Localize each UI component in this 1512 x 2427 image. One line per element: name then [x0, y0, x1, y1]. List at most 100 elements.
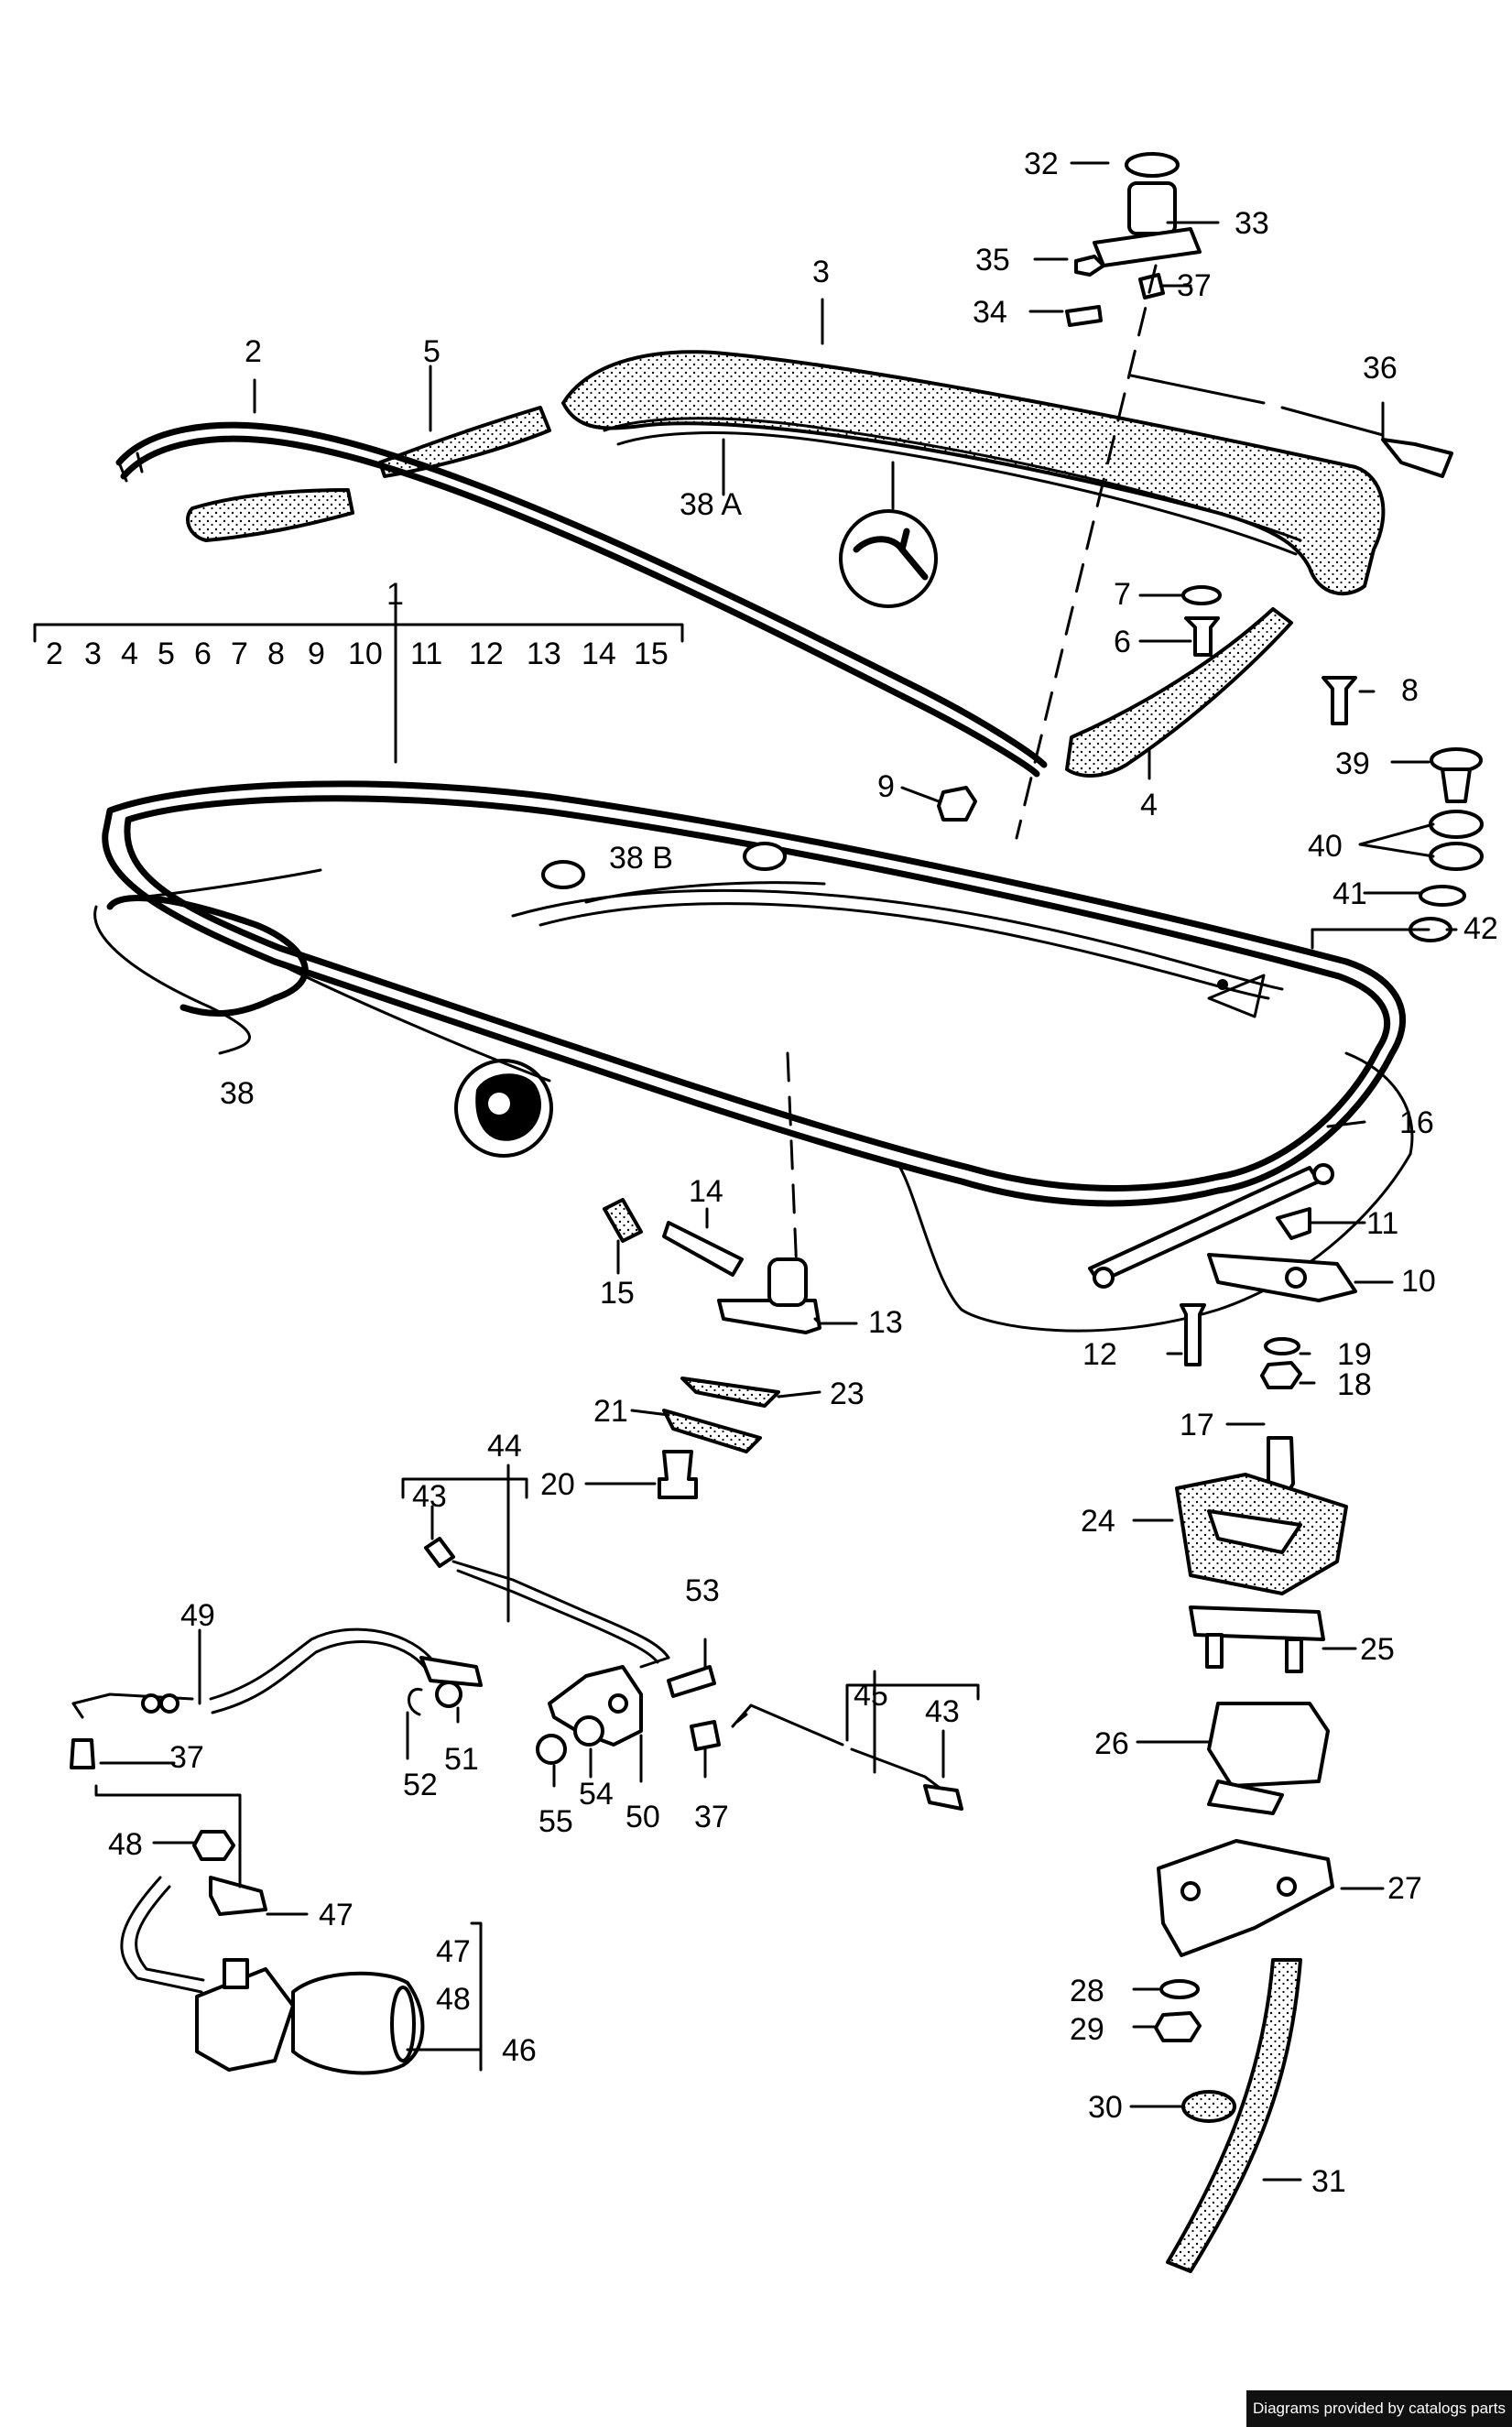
callout-18: 18 [1337, 1367, 1372, 1402]
nut-18 [1260, 1361, 1302, 1389]
callout-19: 19 [1337, 1337, 1372, 1372]
callout-15: 15 [600, 1276, 635, 1311]
group-item: 2 [46, 637, 63, 671]
bumper-38b [541, 842, 787, 889]
callout-36: 36 [1363, 351, 1398, 386]
screw-6 [1184, 616, 1220, 657]
seal-38 [93, 895, 309, 1055]
group-item: 13 [527, 637, 561, 671]
callout-43: 43 [412, 1479, 447, 1514]
callout-9: 9 [877, 769, 895, 804]
callout-24: 24 [1081, 1504, 1115, 1539]
grommet-30 [1181, 2090, 1236, 2123]
washer-28 [1159, 1979, 1200, 1999]
callout-37: 37 [1177, 268, 1212, 303]
callout-10: 10 [1401, 1264, 1436, 1299]
callout-4: 4 [1140, 788, 1158, 822]
group-item: 8 [267, 637, 285, 671]
group-item: 9 [308, 637, 325, 671]
callout-1: 1 [386, 577, 404, 612]
callout-47: 47 [319, 1898, 354, 1932]
callout-5: 5 [423, 334, 441, 369]
callout-21: 21 [593, 1394, 628, 1429]
grommet-40 [1429, 810, 1484, 871]
screw-12 [1180, 1303, 1206, 1366]
callout-25: 25 [1360, 1632, 1395, 1667]
group-item: 14 [582, 637, 616, 671]
gasket-23 [680, 1377, 780, 1408]
nut-35 [1074, 255, 1105, 277]
screw-8 [1322, 676, 1357, 725]
bracket-27 [1157, 1839, 1334, 1957]
nut-55 [536, 1734, 567, 1765]
callout-43-right: 43 [925, 1694, 960, 1729]
callout-42: 42 [1463, 911, 1498, 946]
latch-26 [1207, 1702, 1330, 1815]
seal-strip-3 [561, 350, 1386, 596]
callout-14: 14 [689, 1174, 723, 1209]
washer-51 [435, 1681, 462, 1708]
group-item: 7 [231, 637, 248, 671]
callout-39: 39 [1335, 746, 1370, 781]
pin-53 [667, 1665, 716, 1698]
callout-48: 48 [108, 1827, 143, 1862]
bracket-33 [1093, 181, 1202, 267]
callout-12: 12 [1082, 1337, 1117, 1372]
bracket-11 [1276, 1207, 1311, 1240]
lever-50 [548, 1665, 643, 1747]
rod-36 [1129, 374, 1453, 478]
callout-38b: 38 B [609, 841, 673, 876]
callout-37-mid: 37 [694, 1800, 729, 1834]
callout-51: 51 [444, 1742, 479, 1777]
rod-45 [731, 1703, 963, 1811]
callout-23: 23 [830, 1377, 865, 1411]
callout-55: 55 [538, 1804, 573, 1839]
callout-6: 6 [1114, 625, 1131, 659]
wiper-symbol-icon [839, 509, 938, 608]
group-item: 11 [410, 637, 442, 671]
callout-17: 17 [1180, 1408, 1214, 1442]
latch-mark [1207, 974, 1266, 1018]
group-item: 15 [634, 637, 669, 671]
washer-7 [1181, 585, 1222, 605]
callout-31: 31 [1311, 2164, 1346, 2199]
bushing-48 [192, 1830, 235, 1861]
bolt-20 [658, 1450, 698, 1499]
clip-37-low [70, 1738, 95, 1769]
gasket-21 [662, 1409, 762, 1453]
seal-strip-4 [1065, 607, 1293, 778]
callout-37-left: 37 [169, 1740, 204, 1775]
washer-41 [1419, 885, 1466, 907]
callout-54: 54 [579, 1777, 614, 1812]
pin-14 [662, 1221, 744, 1277]
leader-lines [33, 161, 1458, 2182]
callout-labels: 32 33 35 37 34 3 36 2 5 38 A 7 6 8 1 9 4… [108, 147, 1498, 2199]
callout-53: 53 [685, 1573, 720, 1608]
callout-50: 50 [625, 1800, 660, 1834]
latch-plate-10 [1207, 1253, 1357, 1302]
callout-38a: 38 A [680, 487, 742, 522]
group-item: 10 [348, 637, 383, 671]
gas-strut-16 [1088, 1163, 1334, 1289]
nut-9 [937, 786, 977, 822]
group-item: 4 [121, 637, 138, 671]
washer-52 [408, 1687, 423, 1716]
screw-34 [1065, 305, 1103, 327]
callout-32: 32 [1024, 147, 1059, 181]
cable-49 [71, 1627, 483, 1719]
buffer-39 [1430, 747, 1483, 803]
group-item: 5 [158, 637, 175, 671]
callout-11: 11 [1366, 1206, 1398, 1241]
callout-33: 33 [1235, 206, 1269, 241]
callout-2: 2 [245, 334, 262, 369]
callout-7: 7 [1114, 577, 1131, 612]
callout-16: 16 [1399, 1105, 1434, 1140]
callout-52: 52 [403, 1768, 438, 1802]
callout-27: 27 [1387, 1871, 1422, 1906]
callout-28: 28 [1070, 1974, 1104, 2008]
callout-3: 3 [812, 255, 830, 289]
bracket-47 [209, 1876, 267, 1916]
clip-37-mid [690, 1720, 721, 1751]
group-item: 3 [84, 637, 102, 671]
